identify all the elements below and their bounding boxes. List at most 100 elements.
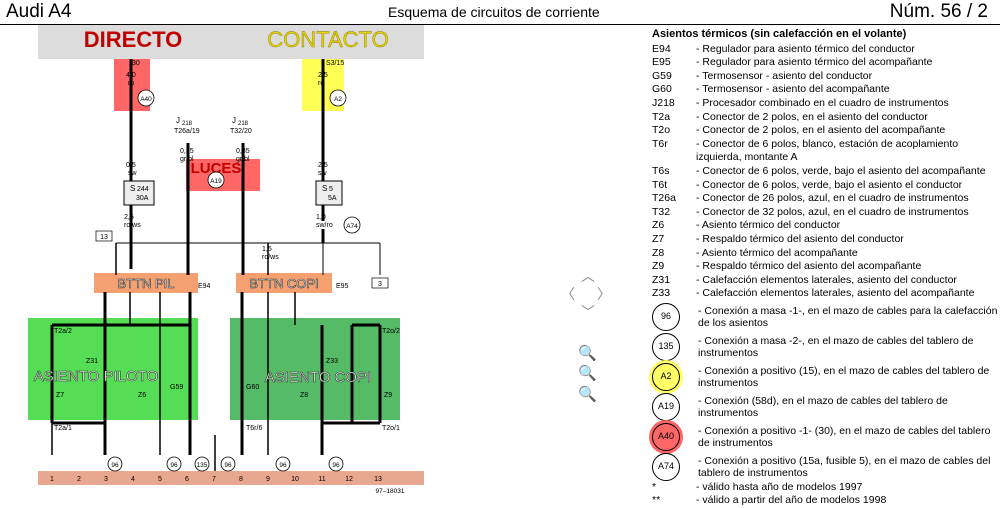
component-label: Z7 [56,392,64,399]
terminal-id: 96 [332,462,340,469]
legend-notes: *válido hasta año de modelos 1997**válid… [652,481,998,508]
legend-code: T2o [652,124,671,137]
terminal-box-13 [95,230,113,242]
fuse-s5 [315,180,343,206]
pin-label: 30 [132,60,140,67]
legend-row: T2o Conector de 2 polos, en el asiento de… [652,124,998,138]
legend-description: Conexión a masa -2-, en el mazo de cable… [698,335,998,359]
legend-row: Z9Respaldo térmico del asiento del acomp… [652,260,998,274]
header-strip [38,25,424,59]
legend-code: Z8 [652,246,665,259]
model-title: Audi A4 [6,1,72,22]
label-bttn-pil: BTTN PIL [117,276,174,291]
wire-label: 1,0 [316,214,326,221]
wire-label: 2,5 [318,72,328,79]
legend-description: Conector de 32 polos, azul, en el cuadro… [696,206,998,220]
legend-circle-row: A19Conexión (58d), en el mazo de cables … [652,392,998,421]
legend-row: T6rConector de 6 polos, blanco, estación… [652,138,998,165]
legend-row: E94 Regulador para asiento térmico del co… [652,43,998,57]
connector-label: T26a/19 [174,128,200,135]
terminal-id: 96 [111,462,119,469]
connector-label: J [232,116,236,125]
terminal-box-3 [371,277,389,289]
terminal-circles [107,89,361,472]
terminal-id: 96 [279,462,287,469]
terminal-id: A74 [346,223,358,230]
page-header: Audi A4 Esquema de circuitos de corrient… [0,0,1000,25]
wire-label: 2,5 [124,214,134,221]
legend-row: Z33 Calefacción elementos laterales, asie… [652,287,998,301]
wire-label: ro/ws [124,222,141,229]
terminal-id: T2a/1 [54,425,72,432]
legend-description: Respaldo térmico del asiento del conduct… [696,233,998,247]
zoom-in-icon[interactable]: 🔍 [578,365,597,382]
legend-circle-badge: A19 [652,392,680,421]
legend-code: E94 [652,42,671,55]
legend-code: * [652,480,657,493]
pan-control[interactable]: ︿ 〈 〉 ﹀ [561,266,617,322]
connector-label: 218 [238,121,249,127]
wire-label: sw/ro [316,222,333,229]
legend-code: T26a [652,192,676,205]
legend-description: Conector de 26 polos, azul, en el cuadro… [696,192,998,206]
connector-label: 5 [329,186,333,193]
legend-description: Termosensor - asiento del acompañante [696,83,998,97]
label-bttn-copi: BTTN COPI [249,276,318,291]
legend-description: Termosensor - asiento del conductor [696,70,998,84]
legend-description: Conector de 2 polos, en el asiento del c… [696,111,998,125]
label-luces: LUCES [191,160,242,177]
legend-row: T6sConector de 6 polos, verde, bajo el a… [652,165,998,179]
asiento-piloto-box [28,318,198,420]
terminal-id: 96 [170,462,178,469]
component-label: E94 [198,283,211,290]
pan-left-icon[interactable]: 〈 [561,286,575,302]
legend-row: Z8Asiento térmico del acompañante [652,247,998,261]
legend-code: J218 [652,96,675,109]
legend-code: ** [652,494,661,507]
pan-right-icon[interactable]: 〉 [597,286,611,302]
legend-description: Conector de 2 polos, en el asiento del a… [696,124,998,138]
bttn-pil-box [94,273,198,293]
terminal-id: 13 [100,234,108,241]
zoom-fit-icon[interactable]: 🔍 [578,386,597,403]
component-label: E95 [336,283,349,290]
legend-row: G60 Termosensor - asiento del acompañante [652,83,998,97]
legend-description: Asiento térmico del conductor [696,219,998,233]
legend-panel: Asientos térmicos (sin calefacción en el… [652,28,998,508]
wire-label: 0,5 [126,162,136,169]
legend-description: válido a partir del año de modelos 1998 [696,494,998,508]
terminal-id: A2 [334,96,342,103]
terminal-id: T2a/2 [54,328,72,335]
pan-down-icon[interactable]: ﹀ [581,304,595,320]
legend-code: Z33 [652,287,671,300]
bus-number: 11 [318,476,325,483]
legend-row: Z7Respaldo térmico del asiento del condu… [652,233,998,247]
legend-code: G60 [652,83,672,96]
legend-description: Conector de 6 polos, blanco, estación de… [696,138,998,165]
legend-circle-badge: 96 [652,302,680,331]
component-label: Z33 [326,358,338,365]
zoom-out-icon[interactable]: 🔍 [578,345,597,362]
connector-label: 5A [328,195,337,202]
wire-label: 1,5 [262,246,272,253]
legend-description: Calefacción elementos laterales, asiento… [696,287,998,301]
wire-label: 4,0 [126,72,136,79]
wire-label: sw [128,170,138,177]
bus-number: 12 [345,476,353,483]
wire-label: 2,5 [318,162,328,169]
terminal-id: T2o/1 [382,425,400,432]
wire-label: gr/bl [180,156,194,163]
legend-title: Asientos térmicos (sin calefacción en el… [652,28,907,40]
pan-up-icon[interactable]: ︿ [581,268,595,284]
legend-items: E94 Regulador para asiento térmico del co… [652,43,998,301]
legend-description: Regulador para asiento térmico del condu… [696,43,998,57]
legend-code: T6t [652,178,668,191]
bus-number: 6 [185,476,189,483]
wire-label: 0,35 [236,148,250,155]
bus-number: 10 [291,476,299,483]
connector-label: 30A [136,195,149,202]
label-asiento-piloto: ASIENTO PILOTO [34,368,158,385]
legend-circle-badge: A2 [652,362,680,391]
legend-circle-badge: A40 [652,422,680,451]
legend-description: Procesador combinado en el cuadro de ins… [696,97,998,111]
